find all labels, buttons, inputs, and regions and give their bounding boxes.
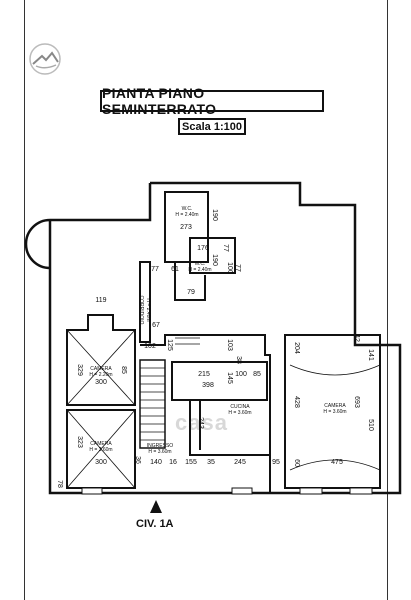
dim-95: 95 — [272, 459, 280, 466]
wc2-height: H = 2.40m — [188, 267, 211, 273]
dim-85b: 85 — [253, 371, 261, 378]
dim-77b: 77 — [234, 264, 241, 272]
dim-273: 273 — [180, 224, 192, 231]
dim-300b: 300 — [95, 459, 107, 466]
stairs — [139, 337, 200, 449]
dim-102: 102 — [144, 343, 156, 350]
entrance-label: CIV. 1A — [136, 518, 174, 530]
dim-38: 38 — [235, 356, 242, 364]
dim-190b: 190 — [211, 254, 218, 266]
dim-16: 16 — [169, 459, 177, 466]
dim-243: 243 — [197, 417, 204, 429]
dim-300a: 300 — [95, 379, 107, 386]
dim-204: 204 — [293, 342, 300, 354]
camera-left-upper — [66, 314, 136, 406]
windows — [81, 487, 373, 495]
dimension-labels: 190 273 176 190 77 100 77 77 61 79 119 6… — [56, 209, 374, 488]
dim-42: 42 — [353, 334, 360, 342]
dim-125: 125 — [166, 339, 173, 351]
dim-79: 79 — [187, 289, 195, 296]
central-rooms — [140, 334, 271, 493]
dim-155: 155 — [185, 459, 197, 466]
plan-title: PIANTA PIANO SEMINTERRATO — [100, 85, 324, 117]
ingresso-label: INGRESSO — [147, 443, 174, 449]
dim-693: 693 — [353, 396, 360, 408]
dim-78: 78 — [56, 480, 63, 488]
dim-100a: 100 — [226, 262, 233, 274]
camera1-label: CAMERA — [90, 366, 112, 372]
dim-67: 67 — [152, 322, 160, 329]
logo-emblem — [29, 43, 61, 75]
wc2-label: W.C. — [195, 261, 206, 267]
dim-77a: 77 — [222, 244, 229, 252]
scale-text: Scala 1:100 — [182, 120, 242, 133]
dim-329: 329 — [76, 364, 83, 376]
plan-title-text: PIANTA PIANO SEMINTERRATO — [102, 85, 217, 117]
dim-35: 35 — [207, 459, 215, 466]
dim-85a: 85 — [120, 366, 127, 374]
dim-119: 119 — [95, 297, 106, 304]
wc1-label: W.C. — [182, 206, 193, 212]
cucina-label: CUCINA — [230, 404, 250, 410]
camera-right — [284, 334, 381, 489]
outer-walls — [24, 181, 402, 495]
camera1-height: H = 2.20m — [89, 372, 112, 378]
dim-140: 140 — [150, 459, 162, 466]
camera2-label: CAMERA — [90, 441, 112, 447]
dim-215: 215 — [198, 371, 210, 378]
dim-323: 323 — [76, 436, 83, 448]
dim-103: 103 — [226, 339, 233, 351]
dim-77c: 77 — [151, 266, 159, 273]
entrance-arrow-icon — [150, 500, 162, 513]
camera3-height: H = 3.60m — [323, 409, 346, 415]
wc1-height: H = 2.40m — [175, 212, 198, 218]
dim-398: 398 — [202, 382, 214, 389]
drawing-sheet — [24, 0, 388, 600]
dim-510: 510 — [367, 419, 374, 431]
cucina-height: H = 3.60m — [228, 410, 251, 416]
corridoio-height: H = 2.40m — [145, 298, 151, 321]
camera2-height: H = 3.60m — [89, 447, 112, 453]
dim-60: 60 — [293, 459, 300, 467]
ingresso-height: H = 3.60m — [148, 449, 171, 455]
dim-428: 428 — [293, 396, 300, 408]
camera3-label: CAMERA — [324, 403, 346, 409]
dim-475: 475 — [331, 459, 343, 466]
wc-walls — [139, 191, 236, 343]
dim-176: 176 — [197, 245, 209, 252]
scale-label: Scala 1:100 — [178, 118, 246, 135]
dim-61: 61 — [171, 266, 179, 273]
dim-36: 36 — [134, 456, 141, 464]
room-labels: W.C. H = 2.40m W.C. H = 2.40m CORRIDOIO … — [89, 206, 346, 455]
dim-141: 141 — [367, 349, 374, 361]
dim-245: 245 — [234, 459, 246, 466]
dim-100b: 100 — [235, 371, 247, 378]
corridoio-label: CORRIDOIO — [138, 296, 144, 325]
dim-145: 145 — [226, 372, 233, 384]
dim-190a: 190 — [211, 209, 218, 221]
